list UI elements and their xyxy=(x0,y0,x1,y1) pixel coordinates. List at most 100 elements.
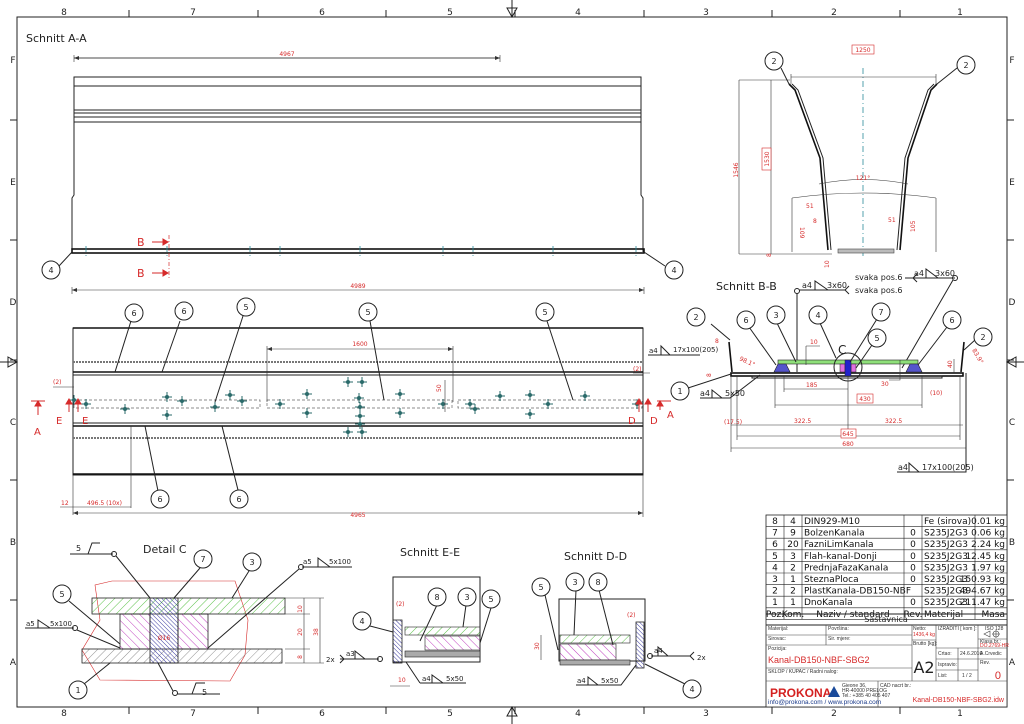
weld-a4: a4 xyxy=(422,675,431,683)
bom-cell: 8 xyxy=(772,517,778,527)
bom-header: Naziv / standard xyxy=(816,610,889,620)
bom-cell: 2.24 kg xyxy=(971,540,1005,550)
plan-view: 1600 50 (2) (2) A E E D D A 6 6 xyxy=(31,297,719,519)
bolt-marker-dot xyxy=(346,430,350,434)
bom-cell: 0 xyxy=(910,598,916,608)
bolt-marker-dot xyxy=(357,396,361,400)
dim-10: 10 xyxy=(810,339,818,346)
bolt-marker-dot xyxy=(72,398,76,402)
dim-430: 430 xyxy=(859,396,871,403)
bom-cell: PlastKanala-DB150-NBF xyxy=(804,587,911,597)
dim-1600: 1600 xyxy=(352,341,367,348)
center-mark-top xyxy=(506,0,518,19)
dim-8b: 8 xyxy=(706,373,713,377)
weld-17x100: 17x100(205) xyxy=(922,463,974,472)
balloon-label: 6 xyxy=(743,316,748,325)
bom-cell: 211.47 kg xyxy=(960,598,1005,608)
izraditi-label: IZRADITI [ kom ]: xyxy=(938,626,977,632)
balloon-label: 8 xyxy=(434,593,439,602)
bom-cell: 2 xyxy=(790,563,796,573)
weld-a5: a5 xyxy=(303,558,312,566)
detail-c-view: Detail C Ø16 10 20 8 38 5 5 a5 5x100 a5 … xyxy=(25,542,352,700)
bom-cell: Fe (sirova) xyxy=(924,517,971,527)
balloon-4-left xyxy=(41,260,61,280)
bolt-markers xyxy=(69,377,642,437)
crtao-date: 24.6.2016 xyxy=(960,651,982,657)
bolt-marker-dot xyxy=(165,395,169,399)
bom-cell: 9 xyxy=(790,529,796,539)
balloon-label: 3 xyxy=(773,311,778,320)
iso-label: ISO 128 xyxy=(985,626,1004,632)
bolt-marker-dot xyxy=(398,392,402,396)
weld-a4: a4 xyxy=(914,269,924,278)
bom-header: Poz. xyxy=(766,610,784,620)
bolt-marker-dot xyxy=(84,402,88,406)
materijal-label: Materijal: xyxy=(768,626,788,632)
balloon-label: 5 xyxy=(488,595,493,604)
weld-a4: a4 xyxy=(898,463,908,472)
bom-cell: S235J2G3 xyxy=(924,587,968,597)
col-label: 1 xyxy=(957,8,963,18)
dim-angle-left: 98.1° xyxy=(738,355,756,368)
bolt-marker-dot xyxy=(398,411,402,415)
dim-121deg: 121° xyxy=(856,175,870,182)
balloon-label: 2 xyxy=(980,333,985,342)
weld-a3: a3 xyxy=(346,650,355,658)
section-dd-title: Schnitt D-D xyxy=(564,550,627,563)
bom-cell: Flah-kanal-Donji xyxy=(804,552,877,562)
dim-gap: (2) xyxy=(627,612,636,619)
dim-322-5-right: 322.5 xyxy=(885,418,902,425)
section-mark-e: E xyxy=(82,416,88,427)
balloon-label: 6 xyxy=(131,309,136,318)
balloon-label: 4 xyxy=(671,266,676,275)
bom-header: Masa xyxy=(982,610,1005,620)
balloon-label: 3 xyxy=(464,593,469,602)
dim-680: 680 xyxy=(842,441,854,448)
col-label: 1 xyxy=(957,709,963,719)
row-label: E xyxy=(10,178,16,188)
balloon-label: 5 xyxy=(542,308,547,317)
bolt-marker-dot xyxy=(346,380,350,384)
dim-gap-left: (2) xyxy=(53,379,62,386)
bom-cell: S235J2G3 xyxy=(924,575,968,585)
dim-4967: 4967 xyxy=(279,51,294,58)
bom-cell: 3 xyxy=(790,552,796,562)
bom-cell: 0 xyxy=(910,540,916,550)
weld-5x100: 5x100 xyxy=(50,620,72,628)
dim-12: 12 xyxy=(61,500,69,507)
balloon-label: 2 xyxy=(963,61,968,70)
crtao-label: Crtao: xyxy=(938,651,952,657)
weld-every-note: svaka pos.6 xyxy=(855,273,903,282)
contact-link[interactable]: info@prokona.com / www.prokona.com xyxy=(768,699,881,706)
list-value: 1 / 2 xyxy=(962,673,972,679)
weld-5x50: 5x50 xyxy=(446,675,464,683)
col-label: 2 xyxy=(831,709,837,719)
dim-109: 109 xyxy=(798,227,805,239)
bom-header: Kom. xyxy=(782,610,805,620)
dim-50: 50 xyxy=(436,384,443,392)
dim-1546: 1546 xyxy=(733,162,740,177)
bom-cell: 0 xyxy=(910,575,916,585)
section-mark-a-left: A xyxy=(34,427,41,438)
row-label: D xyxy=(1009,298,1016,308)
weld-3x60: 3x60 xyxy=(827,281,847,290)
balloon-label: 5 xyxy=(874,334,879,343)
balloon-label: 6 xyxy=(949,316,954,325)
bom-cell: 6 xyxy=(772,540,778,550)
bom-cell: 4 xyxy=(772,563,778,573)
dim-8: 8 xyxy=(297,655,304,659)
weld-a5: a5 xyxy=(26,620,35,628)
balloon-6 xyxy=(229,489,249,509)
bom-cell: S235J2G3 xyxy=(924,563,968,573)
row-label: D xyxy=(10,298,17,308)
bolt-marker-dot xyxy=(240,399,244,403)
weld-a4: a4 xyxy=(802,281,812,290)
weld-a4: a4 xyxy=(577,677,586,685)
bolt-marker-dot xyxy=(468,402,472,406)
col-label: 4 xyxy=(575,8,581,18)
balloon-label: 4 xyxy=(48,266,53,275)
bom-cell: SteznaPloca xyxy=(804,575,859,585)
bolt-marker-dot xyxy=(213,405,217,409)
company-logo: PROKONA xyxy=(770,686,832,700)
